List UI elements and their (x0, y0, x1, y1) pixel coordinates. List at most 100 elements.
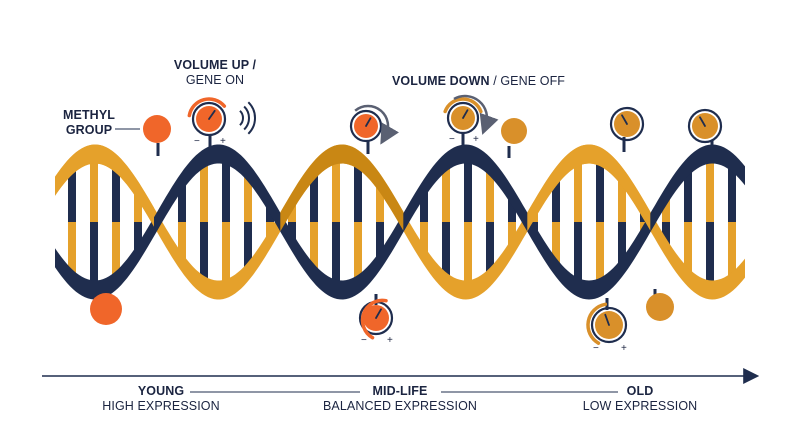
dial-ring (446, 101, 480, 135)
base-pair-rung (68, 165, 76, 222)
sound-wave-icon (243, 105, 250, 131)
gold-strand-segment (280, 144, 404, 232)
volume-dial-icon: −+ (443, 97, 483, 145)
volume-up-label: VOLUME UP / GENE ON (173, 58, 257, 87)
dial-pointer (621, 114, 628, 125)
volume-dial-icon (609, 106, 645, 142)
volume-dial-icon: −+ (586, 302, 628, 354)
volume-down-label: VOLUME DOWN / GENE OFF (392, 74, 566, 88)
base-pair-rung (442, 162, 450, 222)
dial-plus-sign: + (220, 136, 226, 147)
base-pair-rung (178, 181, 186, 222)
volume-dial-icon: −+ (358, 298, 394, 346)
base-pair-rung (244, 172, 252, 222)
methyl-group-ball (501, 118, 527, 144)
base-pair-rung (508, 222, 516, 248)
base-pair-rung (684, 222, 692, 278)
dial-pointer (699, 116, 706, 127)
base-pair-rung (376, 183, 384, 222)
methyl-group-ball (90, 293, 122, 325)
dial-level-arc (187, 97, 227, 118)
base-pair-rung (486, 166, 494, 222)
dial-minus-sign: − (449, 134, 455, 145)
base-pair-rung (420, 188, 428, 222)
base-pair-rung (442, 222, 450, 282)
dial-pointer (604, 313, 610, 326)
dial-ring (191, 101, 227, 137)
dial-plus-sign: + (473, 134, 479, 145)
dna-double-helix (55, 144, 745, 300)
dial-pointer (208, 109, 216, 120)
turn-down-arrow-icon (354, 104, 399, 145)
base-pair-rung (574, 156, 582, 222)
base-pair-rung (354, 159, 362, 222)
base-pair-rung (200, 158, 208, 222)
dial-pointer (375, 308, 382, 319)
base-pair-rung (464, 222, 472, 290)
dial-level-arc (360, 298, 388, 340)
dial-plus-sign: + (387, 335, 393, 346)
base-pair-rung (464, 154, 472, 222)
stage-young: YOUNG HIGH EXPRESSION (102, 384, 220, 413)
dial-minus-sign: − (593, 343, 599, 354)
base-pair-rung (222, 155, 230, 222)
base-pair-rung (354, 222, 362, 285)
base-pair-rung (222, 222, 230, 289)
dial-minus-sign: − (361, 335, 367, 346)
base-pair-rung (662, 222, 670, 248)
base-pair-rung (112, 163, 120, 222)
base-pair-rung (90, 222, 98, 290)
stage-old: OLD LOW EXPRESSION (582, 384, 698, 413)
base-pair-rung (310, 222, 318, 274)
base-pair-rung (618, 176, 626, 222)
methyl-group-ball (646, 293, 674, 321)
gold-strand-segment (527, 144, 651, 232)
volume-dial-icon: −+ (187, 97, 227, 147)
base-pair-rung (90, 154, 98, 222)
turn-down-arrow-icon (453, 94, 499, 135)
base-pair-rung (486, 222, 494, 278)
base-pair-rung (662, 196, 670, 222)
gold-strand-segment (55, 144, 154, 227)
base-pair-rung (728, 162, 736, 222)
base-pair-rung (508, 196, 516, 222)
base-pair-rungs (68, 154, 736, 290)
base-pair-rung (244, 222, 252, 272)
base-pair-rung (134, 222, 142, 254)
base-pair-rung (68, 222, 76, 279)
volume-dial-icon (687, 108, 723, 144)
dial-pointer (365, 117, 372, 127)
stage-mid-life: MID-LIFE BALANCED EXPRESSION (322, 384, 478, 413)
dial-minus-sign: − (194, 136, 200, 147)
dial-pointer (462, 109, 469, 119)
base-pair-rung (552, 176, 560, 222)
base-pair-rung (288, 201, 296, 222)
base-pair-rung (332, 222, 340, 290)
sound-wave-icon (247, 101, 256, 135)
gold-strand-front (55, 144, 651, 232)
methyl-group-ball (143, 115, 171, 143)
base-pair-rung (552, 222, 560, 268)
base-pair-rung (618, 222, 626, 268)
base-pair-rung (288, 222, 296, 243)
base-pair-rung (178, 222, 186, 263)
sound-wave-icon (239, 110, 244, 126)
base-pair-rung (376, 222, 384, 261)
dial-level-arc (586, 302, 608, 345)
base-pair-rung (310, 170, 318, 222)
base-pair-rung (728, 222, 736, 282)
volume-dial-icon (349, 109, 383, 143)
dial-level-arc (443, 97, 483, 114)
base-pair-rung (596, 222, 604, 288)
base-pair-rung (112, 222, 120, 281)
base-pair-rung (420, 222, 428, 256)
dial-ring (687, 108, 723, 144)
methyl-marks: −+−+−+−+ (90, 94, 723, 354)
methyl-group-label: METHYL GROUP (63, 108, 115, 137)
base-pair-rung (706, 222, 714, 290)
base-pair-rung (574, 222, 582, 288)
base-pair-rung (684, 166, 692, 222)
dial-plus-sign: + (621, 343, 627, 354)
dial-ring (590, 306, 628, 344)
